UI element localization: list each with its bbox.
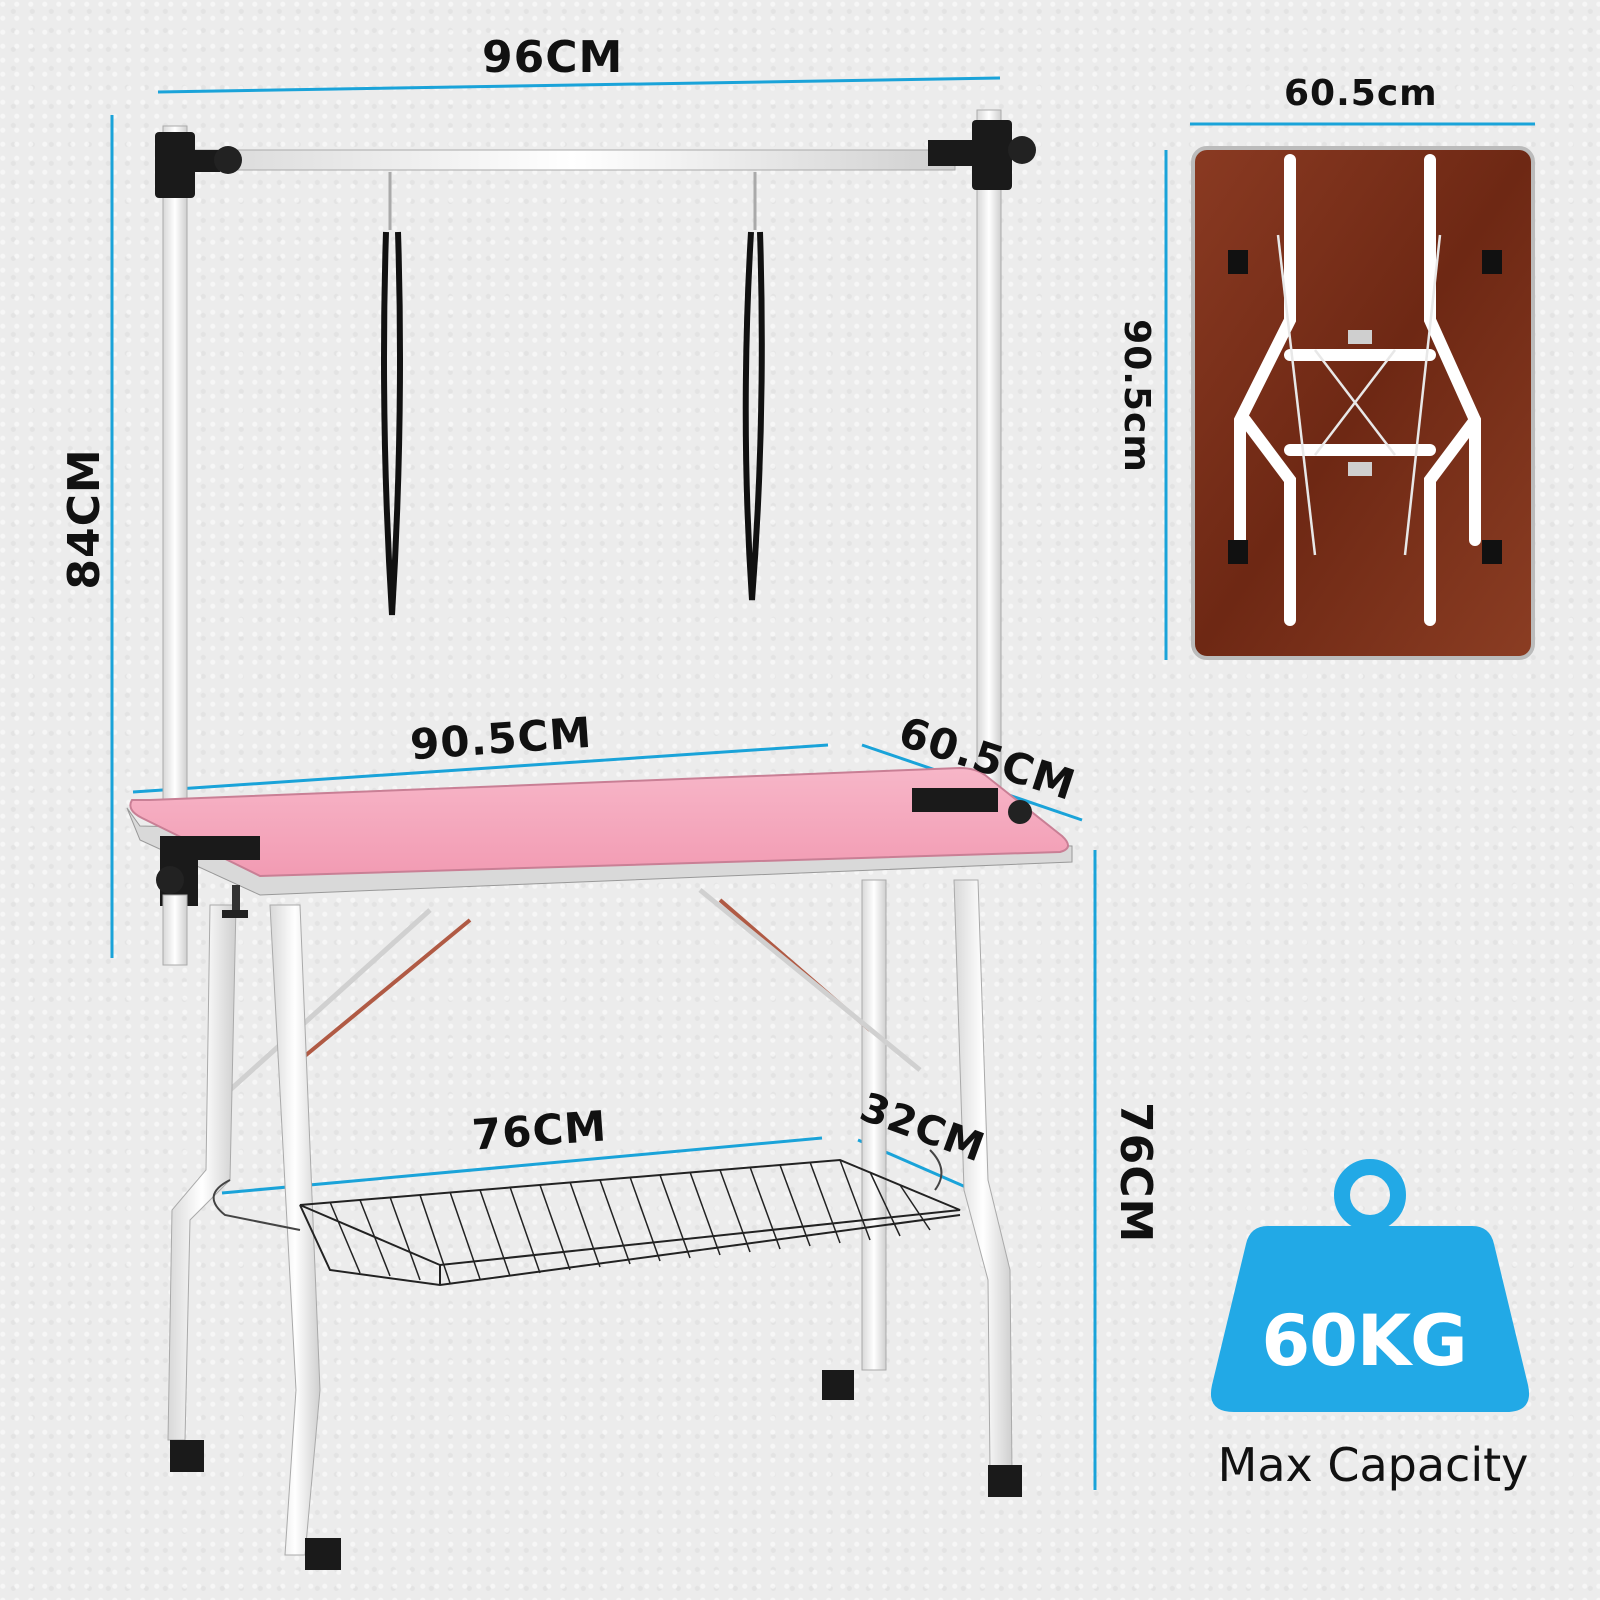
arm-width-label: 96CM bbox=[482, 32, 624, 83]
left-top-clamp bbox=[155, 132, 195, 198]
grooming-arm bbox=[155, 109, 1036, 965]
back-foot-right bbox=[822, 1370, 854, 1400]
folded-table-view bbox=[1191, 146, 1535, 660]
grooming-table bbox=[126, 766, 1073, 1570]
foot-front bbox=[305, 1538, 341, 1570]
right-pole bbox=[976, 109, 1002, 796]
front-right-leg bbox=[953, 879, 1013, 1471]
table-clamp-right bbox=[912, 788, 998, 812]
crossbar bbox=[189, 149, 956, 171]
arm-height-label: 84CM bbox=[59, 448, 110, 590]
left-knob bbox=[214, 146, 242, 174]
tabletop bbox=[129, 766, 1069, 878]
table-clamp-left bbox=[160, 836, 260, 860]
basket-length-label: 76CM bbox=[470, 1101, 609, 1160]
folded-length-label: 90.5cm bbox=[1116, 319, 1157, 473]
arm-width-line bbox=[157, 76, 1001, 94]
foot-right bbox=[988, 1465, 1022, 1497]
table-height-label: 76CM bbox=[1110, 1102, 1161, 1244]
folded-width-label: 60.5cm bbox=[1284, 73, 1438, 114]
noose-left bbox=[381, 172, 403, 616]
noose-right bbox=[742, 172, 765, 601]
right-knob bbox=[1008, 136, 1036, 164]
basket-length-line bbox=[221, 1136, 823, 1195]
front-left-leg-2 bbox=[167, 904, 237, 1441]
folded-board bbox=[1191, 146, 1535, 660]
dimension-lines bbox=[110, 76, 1535, 1490]
table-length-label: 90.5CM bbox=[408, 707, 594, 770]
weight-icon bbox=[1210, 1159, 1530, 1412]
table-length-line bbox=[132, 743, 829, 794]
foot-left bbox=[170, 1440, 204, 1472]
capacity-value: 60KG bbox=[1261, 1300, 1467, 1382]
right-top-clamp bbox=[972, 120, 1012, 190]
wire-basket bbox=[212, 1149, 961, 1287]
capacity-label: Max Capacity bbox=[1217, 1438, 1529, 1492]
